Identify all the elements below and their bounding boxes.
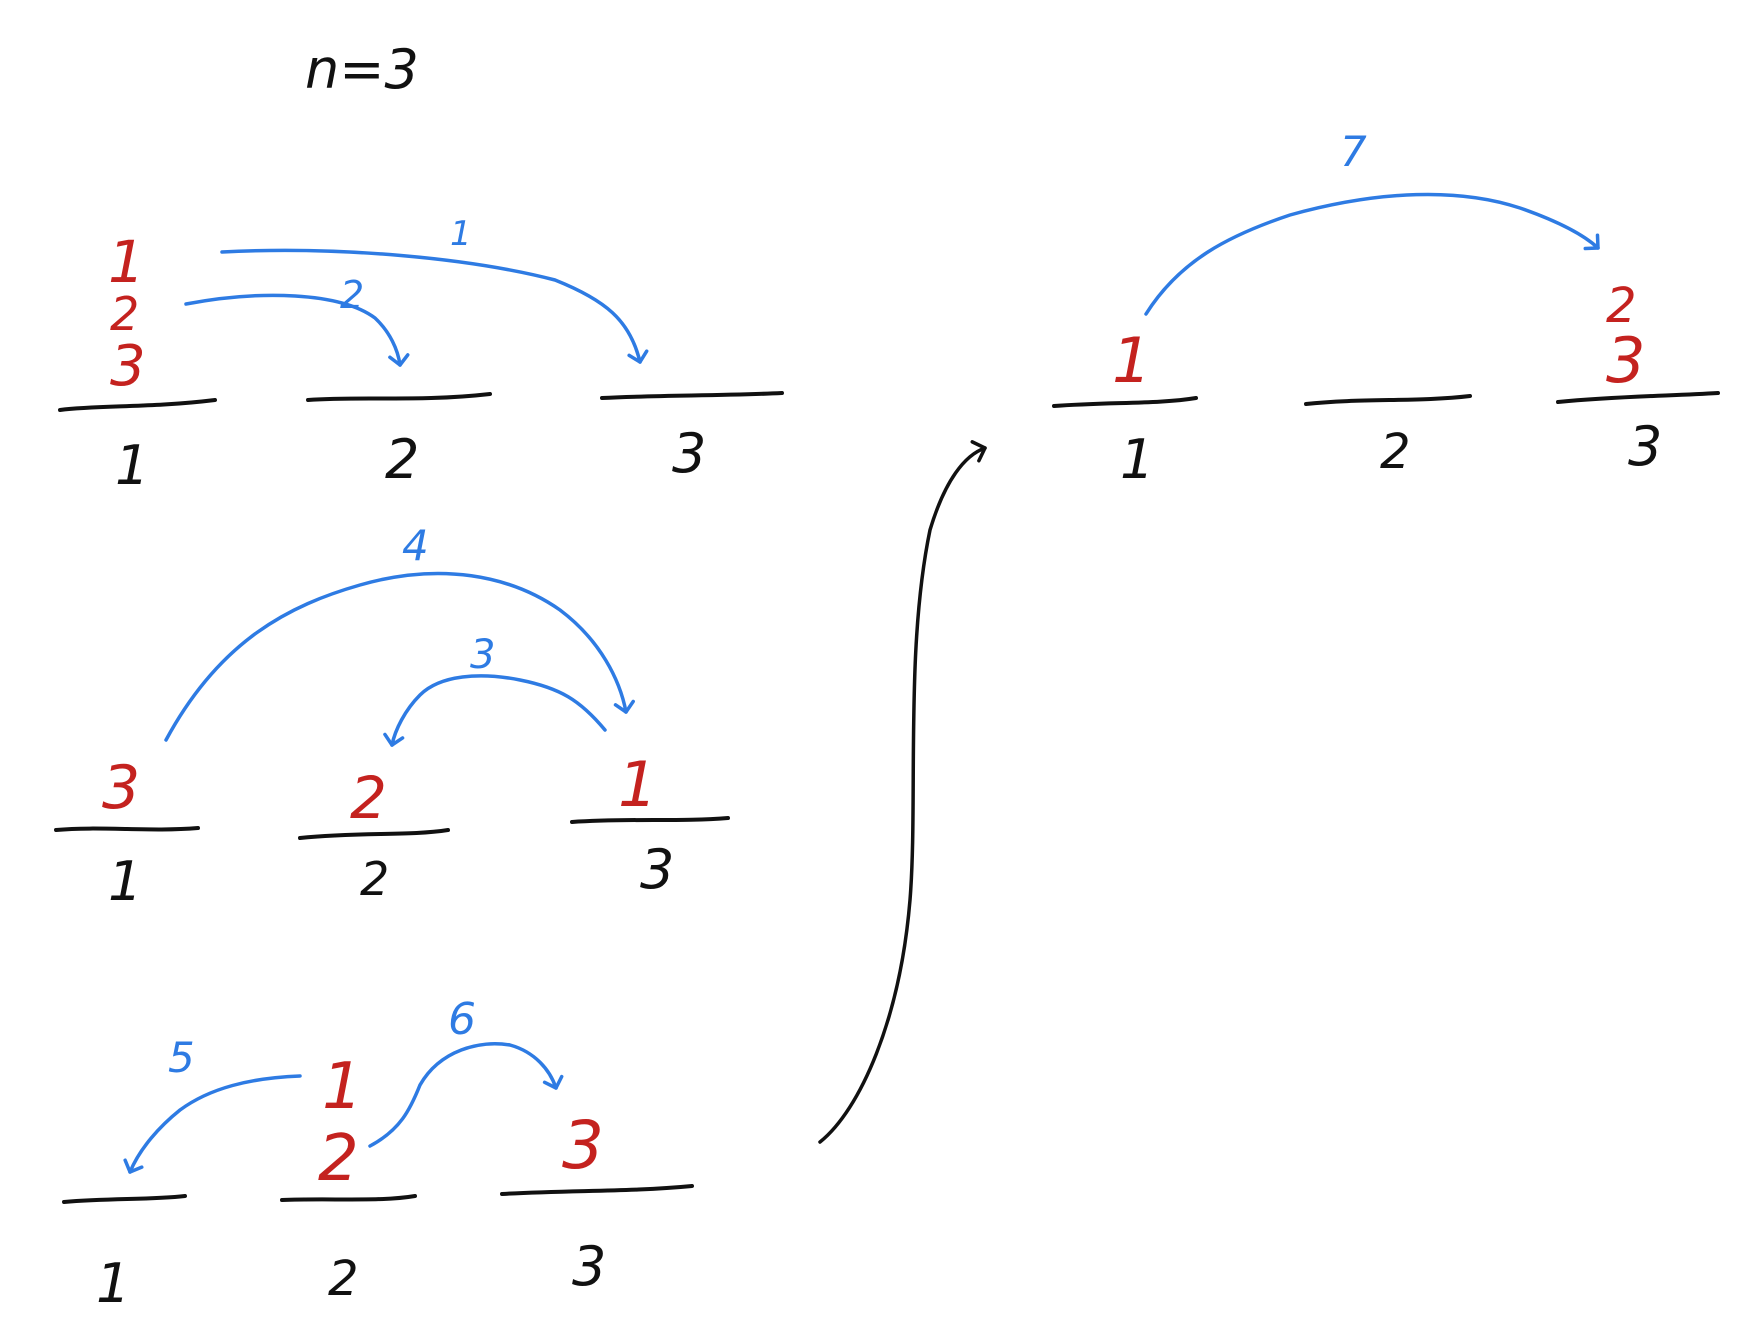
stage3-disk-1: 1: [322, 1050, 363, 1124]
stage-1: 1 2 3 1 2 3 1 2: [58, 214, 784, 497]
stage4-peg2-label: 2: [1380, 424, 1411, 480]
stage1-peg2-base: [306, 392, 492, 402]
stage1-peg1-base: [58, 398, 217, 412]
diagram-title: n=3: [305, 38, 419, 101]
stage1-peg3-base: [600, 391, 784, 400]
stage3-peg2-base: [280, 1194, 417, 1202]
stage-3: 1 2 3 1 2 3 5 6: [62, 994, 694, 1315]
stage3-peg1-base: [62, 1194, 187, 1204]
stage2-disk-peg2: 2: [350, 764, 387, 832]
stage1-move-1-label: 1: [450, 214, 472, 254]
stage2-peg2-base: [298, 828, 450, 840]
stage4-move-7-label: 7: [1340, 127, 1367, 176]
stage4-peg1-base: [1052, 396, 1198, 408]
stage2-move-4-arrow: [164, 571, 635, 742]
stage3-peg3-base: [500, 1184, 694, 1196]
stage-2: 1 2 3 3 2 1 4 3: [54, 521, 730, 913]
stage1-move-2-label: 2: [340, 273, 364, 317]
stage2-disk-peg3: 1: [618, 748, 657, 821]
stage2-peg1-label: 1: [108, 850, 142, 913]
transition-arrow: [818, 440, 987, 1144]
stage1-disk-1: 1: [108, 228, 145, 296]
stage4-move-7-arrow: [1144, 192, 1600, 316]
stage3-move-6-label: 6: [448, 994, 476, 1045]
stage3-move-6-arrow: [368, 1042, 564, 1148]
stage4-peg3-base: [1556, 391, 1720, 404]
stage1-move-1-arrow: [220, 248, 649, 364]
stage1-move-2-arrow: [184, 293, 410, 367]
stage3-move-5-label: 5: [168, 1033, 195, 1082]
stage1-peg2-label: 2: [385, 428, 419, 491]
stage4-peg1-label: 1: [1120, 428, 1154, 491]
stage4-peg3-label: 3: [1628, 415, 1662, 478]
stage-4: 1 2 3 1 2 3 7: [1052, 127, 1720, 491]
stage1-disk-3: 3: [110, 334, 146, 399]
stage4-peg2-base: [1304, 394, 1472, 406]
stage2-peg2-label: 2: [360, 852, 389, 906]
stage2-move-3-label: 3: [470, 632, 495, 678]
stage1-disk-2: 2: [110, 287, 139, 341]
stage2-peg3-base: [570, 816, 730, 824]
stage3-peg1-label: 1: [96, 1252, 130, 1315]
stage4-disk-1: 1: [1112, 324, 1151, 397]
stage3-peg3-label: 3: [572, 1235, 606, 1298]
stage2-move-3-arrow: [383, 674, 607, 747]
stage2-move-4-label: 4: [402, 521, 429, 570]
stage2-disk-peg1: 3: [102, 753, 140, 823]
stage4-disk-3: 3: [1606, 324, 1645, 397]
stage2-peg3-label: 3: [640, 838, 674, 901]
stage3-disk-2: 2: [318, 1122, 359, 1196]
stage3-move-5-arrow: [123, 1074, 302, 1174]
stage1-peg3-label: 3: [672, 422, 706, 485]
stage3-peg2-label: 2: [328, 1251, 359, 1307]
stage4-disk-2: 2: [1606, 278, 1637, 334]
stage2-peg1-base: [54, 826, 200, 832]
stage1-peg1-label: 1: [115, 434, 149, 497]
stage3-disk-3: 3: [562, 1107, 604, 1184]
